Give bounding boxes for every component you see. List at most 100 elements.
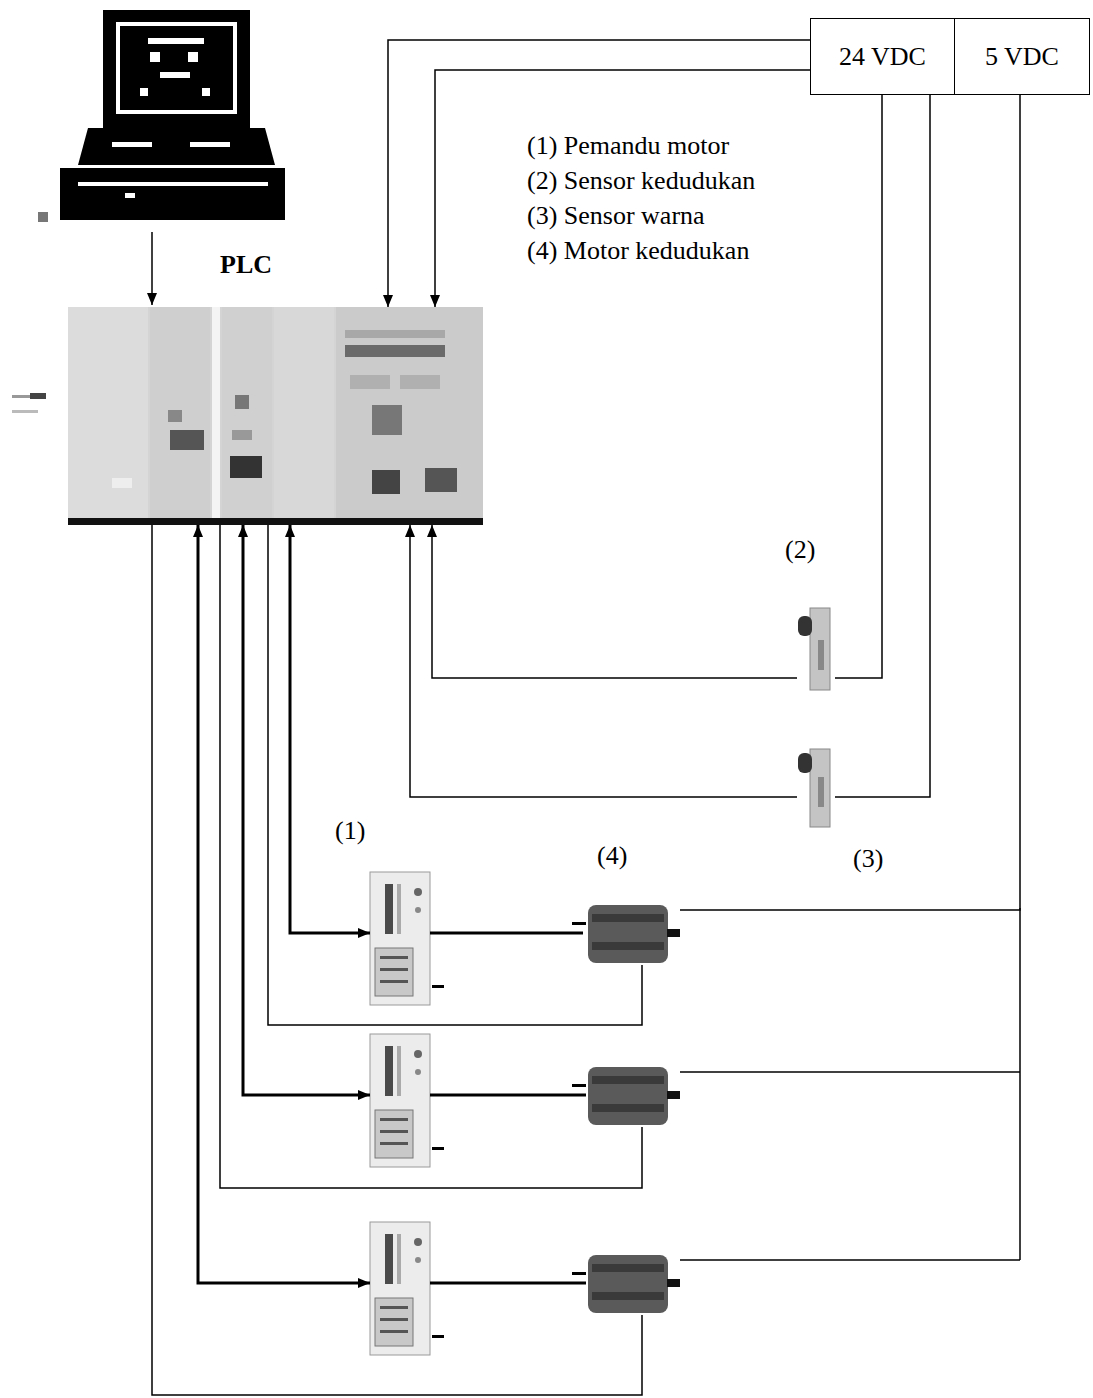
driver-part [397, 1234, 401, 1284]
plc-part [112, 478, 132, 488]
motor-band [592, 914, 664, 922]
driver-part [397, 884, 401, 934]
supply-box: 24 VDC [810, 18, 955, 95]
driver-part [380, 1130, 408, 1133]
monitor [103, 10, 250, 128]
plc-part [372, 405, 402, 435]
position-sensor: (2) [797, 600, 835, 692]
driver-knob [414, 1238, 422, 1246]
driver-part [385, 1046, 393, 1096]
driver-part [380, 1142, 408, 1145]
sensor-slot [818, 777, 824, 807]
wire-connector [432, 525, 797, 678]
wire [1019, 908, 1021, 1260]
plc-part [350, 375, 390, 389]
screen [118, 24, 235, 112]
position-motor: (4) [583, 903, 680, 965]
motor-shaft [667, 929, 680, 937]
wire [430, 1282, 586, 1285]
driver-pin [432, 1147, 444, 1150]
wire-connector [290, 525, 370, 933]
wire-connector [430, 932, 583, 935]
monitor-base [78, 128, 275, 165]
wire [680, 1071, 1020, 1073]
wire [198, 525, 370, 1283]
plc-module [222, 307, 272, 522]
callout-number: (2) [785, 534, 815, 565]
motor-pin [572, 1272, 586, 1275]
driver-part [380, 1318, 408, 1321]
plc-part [345, 330, 445, 338]
plc-module [68, 307, 148, 522]
voltage-label: 5 VDC [985, 41, 1059, 72]
wire [220, 525, 642, 1188]
key-text: (2) Sensor kedudukan [527, 165, 827, 196]
sensor-slot [818, 640, 824, 670]
screen-pixel [188, 52, 198, 62]
small-icon [38, 212, 48, 222]
wire-connector [835, 95, 930, 797]
plc-part [235, 395, 249, 409]
driver-knob [415, 1069, 421, 1075]
motor-driver: (1) [370, 872, 430, 1005]
screen-pixel [140, 88, 148, 96]
motor-band [592, 942, 664, 950]
driver-part [380, 980, 408, 983]
keyboard-line [78, 182, 268, 186]
plc-part [400, 375, 440, 389]
plc-part [168, 410, 182, 422]
motor-band [592, 1104, 664, 1112]
keyboard [60, 168, 285, 220]
wiring [152, 232, 1020, 1395]
plc-unit: PLC [68, 307, 483, 525]
motor-icon [572, 905, 680, 963]
wire [152, 525, 642, 1395]
plc-rail [68, 518, 483, 525]
unit-title: PLC [220, 249, 272, 280]
plc-module [274, 307, 334, 522]
sensor-body [810, 608, 830, 690]
wire-connector [680, 95, 1020, 910]
driver-terminal [375, 948, 413, 996]
keyboard-key [125, 193, 135, 198]
motor-band [592, 1076, 664, 1084]
driver-part [385, 1234, 393, 1284]
callout-number: (1) [335, 815, 365, 846]
driver-terminal [375, 1298, 413, 1346]
driver-pin [432, 1335, 444, 1338]
driver-terminal [375, 1110, 413, 1158]
key-text: (3) Sensor warna [527, 200, 827, 231]
position-sensor-icon [798, 608, 830, 690]
motor-shaft [667, 1279, 680, 1287]
driver-body [370, 1222, 430, 1355]
motor-icon [572, 1067, 680, 1125]
driver-icon [370, 1034, 444, 1167]
motor-pin [572, 922, 586, 925]
plc-module [336, 307, 483, 522]
driver-part [380, 1306, 408, 1309]
plc-part [170, 430, 204, 450]
plc-part [345, 345, 445, 357]
driver-part [385, 884, 393, 934]
screen-pixel [150, 52, 160, 62]
wire-connector [268, 525, 642, 1025]
driver-part [397, 1046, 401, 1096]
motor-pin [572, 1084, 586, 1087]
sensor-body [810, 749, 830, 827]
color-sensor: (3) [797, 745, 835, 830]
cable-plug [12, 393, 46, 413]
plc-part [232, 430, 252, 440]
plc-illustration [68, 307, 483, 525]
color-sensor-icon [798, 749, 830, 827]
motor-body [588, 905, 668, 963]
plc-body [68, 307, 483, 522]
wire [243, 525, 370, 1095]
computer-icon [38, 10, 285, 222]
wire-connector [835, 95, 882, 678]
plc-module [150, 307, 210, 522]
driver-knob [414, 888, 422, 896]
driver-icon [370, 1222, 444, 1355]
motor-body [588, 1067, 668, 1125]
key-text: (4) Motor kedudukan [527, 235, 827, 266]
